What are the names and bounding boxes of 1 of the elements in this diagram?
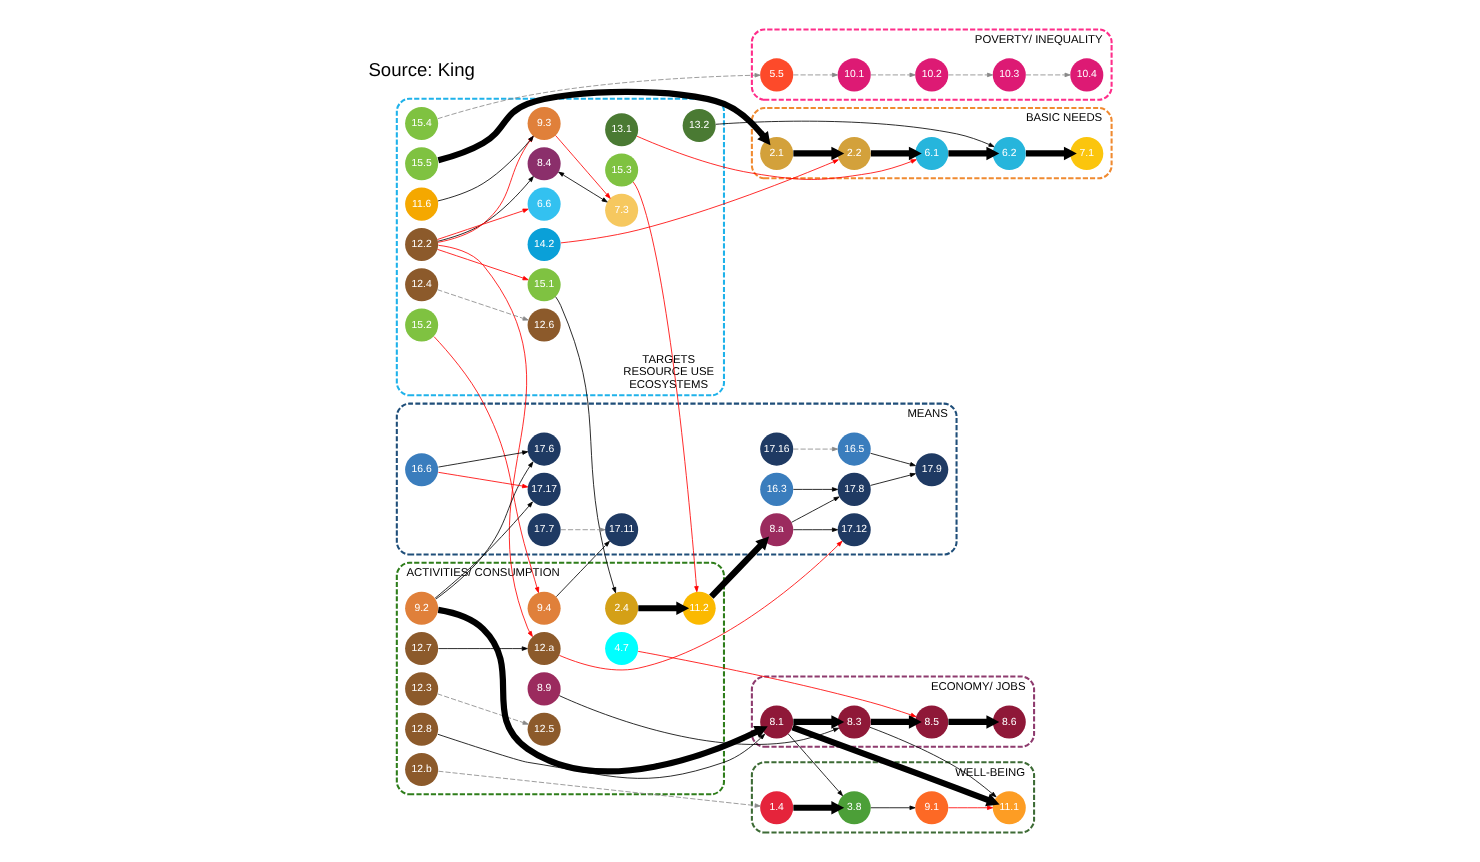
- label: Source: King: [368, 60, 475, 81]
